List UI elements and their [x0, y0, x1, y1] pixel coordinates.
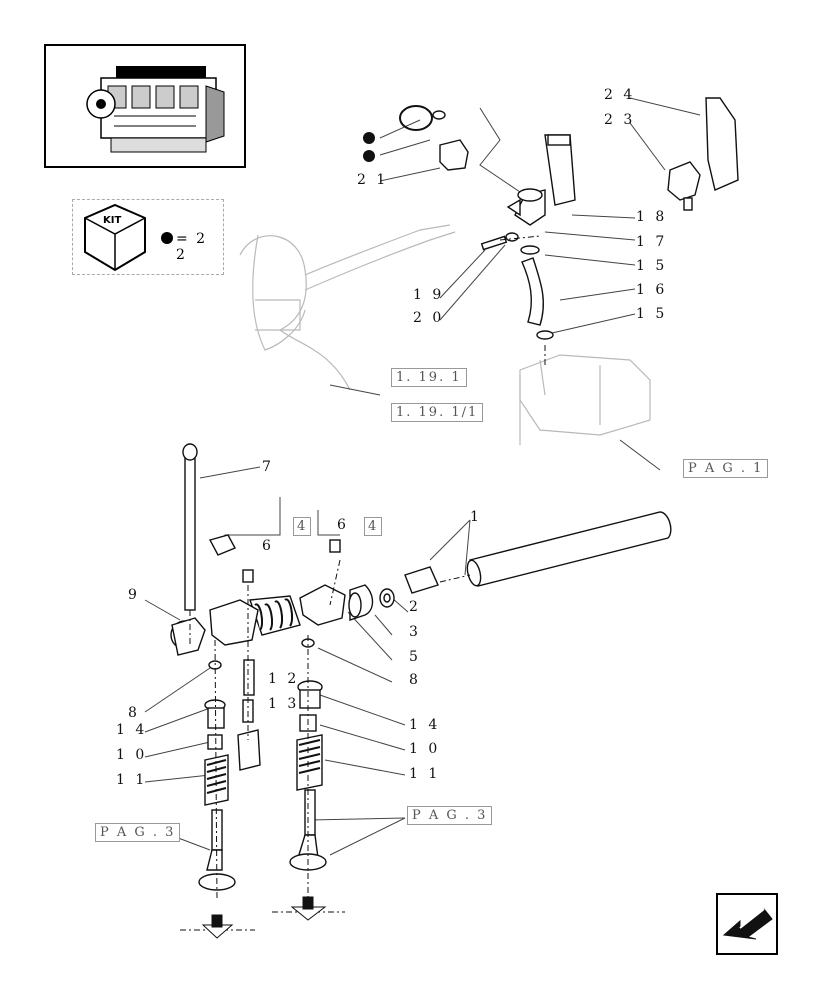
engine-thumbnail[interactable]: [44, 44, 246, 168]
callout-10-left: 1 0: [116, 747, 148, 763]
kit-dot-icon: [161, 232, 173, 244]
callout-8-right: 8: [409, 672, 421, 688]
arrow-back-icon: [722, 908, 773, 940]
callout-3: 3: [409, 624, 421, 640]
ref-box-1-19-1[interactable]: 1. 19. 1: [391, 368, 467, 387]
back-navigation-button[interactable]: [716, 893, 778, 955]
kit-cube-icon: [84, 203, 173, 272]
rocker-shaft-assembly: [170, 443, 672, 891]
callout-8-left: 8: [128, 705, 140, 721]
ref-box-pag-3-right[interactable]: P A G . 3: [407, 806, 493, 825]
callout-6-right: 6: [337, 517, 349, 533]
callout-16: 1 6: [636, 282, 668, 298]
ghost-engine-outline: [239, 224, 651, 445]
kit-equals-text: = 2 2: [176, 231, 208, 263]
callout-24: 2 4: [604, 87, 636, 103]
callout-9: 9: [128, 587, 140, 603]
callout-11-left: 1 1: [116, 772, 148, 788]
ref-box-pag-3-left[interactable]: P A G . 3: [95, 823, 181, 842]
callout-13: 1 3: [268, 696, 300, 712]
callout-21: 2 1: [357, 172, 389, 188]
callout-20: 2 0: [413, 310, 445, 326]
callout-11-right: 1 1: [409, 766, 441, 782]
callout-2: 2: [409, 599, 421, 615]
callout-10-right: 1 0: [409, 741, 441, 757]
ref-box-4-right[interactable]: 4: [364, 517, 383, 536]
kit-bullet-dots: [363, 132, 375, 162]
valve-seat-markers: [201, 896, 327, 939]
callout-1: 1: [470, 509, 482, 525]
engine-icon: [86, 66, 225, 153]
callout-23: 2 3: [604, 112, 636, 128]
callout-15-bottom: 1 5: [636, 306, 668, 322]
callout-12: 1 2: [268, 671, 300, 687]
callout-5: 5: [409, 649, 421, 665]
callout-14-right: 1 4: [409, 717, 441, 733]
callout-6-left: 6: [262, 538, 274, 554]
ref-box-pag-1[interactable]: P A G . 1: [683, 459, 769, 478]
kit-legend: KIT = 2 2: [72, 199, 224, 275]
callout-18: 1 8: [636, 209, 668, 225]
kit-label: KIT: [103, 215, 122, 226]
callout-15-top: 1 5: [636, 258, 668, 274]
ref-box-1-19-1-1[interactable]: 1. 19. 1/1: [391, 403, 484, 422]
callout-17: 1 7: [636, 234, 668, 250]
callout-14-left: 1 4: [116, 722, 148, 738]
callout-7: 7: [262, 459, 274, 475]
ref-box-4-left[interactable]: 4: [293, 517, 312, 536]
cooling-valve-assembly: [399, 97, 739, 340]
callout-19: 1 9: [413, 287, 445, 303]
